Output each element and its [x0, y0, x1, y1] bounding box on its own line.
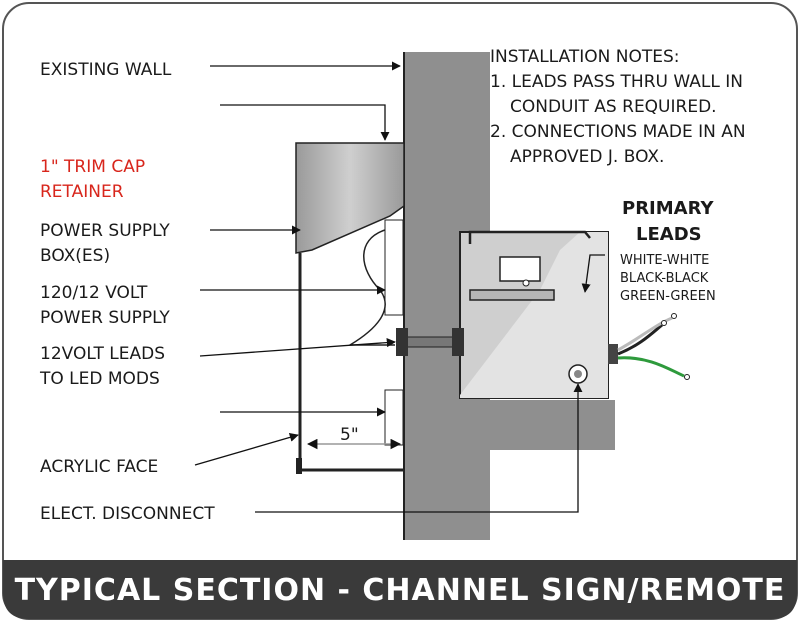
primary-wire-1: WHITE-WHITE [620, 253, 709, 268]
primary-title-2: LEADS [636, 224, 702, 245]
notes-line1: 1. LEADS PASS THRU WALL IN [490, 72, 743, 92]
power-supplies [347, 219, 404, 446]
label-power-box-2: BOX(ES) [40, 246, 110, 266]
wall-lower-band [490, 400, 615, 450]
junction-box [459, 230, 618, 399]
label-power-box-1: POWER SUPPLY [40, 221, 170, 241]
notes-line2: CONDUIT AS REQUIRED. [510, 97, 717, 117]
primary-wire-3: GREEN-GREEN [620, 289, 716, 304]
label-disconnect: ELECT. DISCONNECT [40, 504, 215, 524]
banner-title: TYPICAL SECTION - CHANNEL SIGN/REMOTE [15, 573, 786, 608]
label-trim-cap-2: RETAINER [40, 182, 124, 202]
notes-line3: 2. CONNECTIONS MADE IN AN [490, 122, 746, 142]
label-volt-supply-2: POWER SUPPLY [40, 308, 170, 328]
label-existing-wall: EXISTING WALL [40, 60, 172, 80]
dimension-label: 5" [340, 425, 359, 445]
primary-title-1: PRIMARY [622, 198, 714, 219]
label-leads-2: TO LED MODS [39, 369, 160, 389]
label-volt-supply-1: 120/12 VOLT [40, 283, 148, 303]
conduit-fitting [396, 328, 464, 356]
dimension-5in: 5" [306, 425, 402, 450]
label-trim-cap-1: 1" TRIM CAP [40, 157, 145, 177]
notes-line4: APPROVED J. BOX. [510, 147, 664, 167]
label-acrylic-face: ACRYLIC FACE [40, 457, 158, 477]
primary-wire-2: BLACK-BLACK [620, 271, 709, 286]
primary-wires [617, 313, 690, 380]
trim-cap-retainer [295, 142, 405, 254]
label-leads-1: 12VOLT LEADS [40, 344, 165, 364]
installation-notes: INSTALLATION NOTES: 1. LEADS PASS THRU W… [490, 47, 746, 167]
primary-leads-legend: PRIMARY LEADS WHITE-WHITE BLACK-BLACK GR… [620, 198, 716, 304]
notes-title: INSTALLATION NOTES: [490, 47, 680, 67]
title-banner [3, 560, 797, 619]
